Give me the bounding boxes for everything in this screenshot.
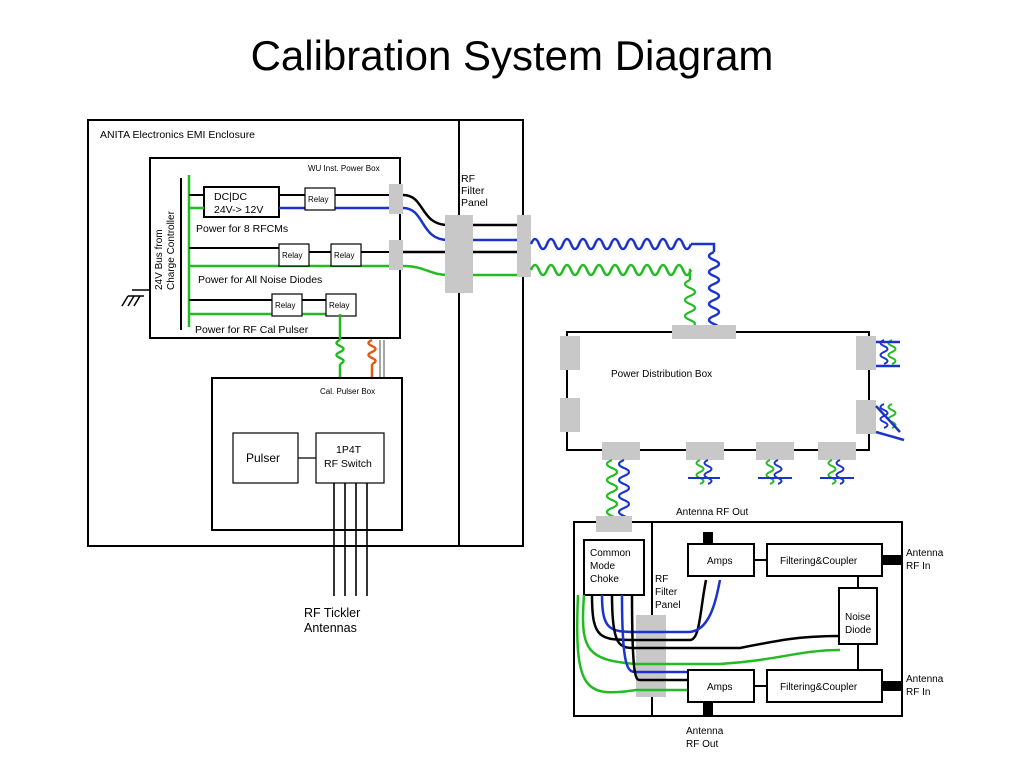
bus-label-2: Charge Controller bbox=[166, 210, 177, 290]
right-coils bbox=[875, 339, 905, 442]
choke-label-3: Choke bbox=[590, 574, 619, 585]
cal-pulser-box: Cal. Pulser Box Pulser 1P4T RF Switch RF… bbox=[211, 377, 403, 635]
power-noise-diodes-label: Power for All Noise Diodes bbox=[198, 274, 322, 286]
rf-tickler-label-1: RF Tickler bbox=[304, 606, 360, 620]
relay-2-label: Relay bbox=[282, 251, 302, 260]
rfcm-filter-label-3: Panel bbox=[655, 600, 681, 611]
power-distribution-label: Power Distribution Box bbox=[611, 369, 712, 380]
filtering-coupler-bottom bbox=[766, 669, 883, 703]
pulser-coils bbox=[335, 314, 385, 378]
dcdc-label-2: 24V-> 12V bbox=[214, 204, 263, 216]
antenna-rf-in-top-1: Antenna bbox=[906, 548, 944, 559]
relay-3 bbox=[330, 243, 362, 267]
rf-filter-panel-top: RF Filter Panel bbox=[445, 173, 531, 293]
pulser-box bbox=[232, 432, 299, 484]
relay-3-label: Relay bbox=[334, 251, 354, 260]
rfcm-box: Antenna RF Out Common Mode Choke RF Filt… bbox=[573, 507, 944, 750]
filtering-coupler-top bbox=[766, 543, 883, 577]
rf-switch-label-2: RF Switch bbox=[324, 458, 372, 470]
page-title: Calibration System Diagram bbox=[250, 32, 774, 79]
antenna-rf-out-bottom-2: RF Out bbox=[686, 739, 718, 750]
choke-label-2: Mode bbox=[590, 561, 615, 572]
amps-top-label: Amps bbox=[707, 556, 733, 567]
relay-4-label: Relay bbox=[275, 301, 295, 310]
bus-label-1: 24V Bus from bbox=[154, 229, 165, 290]
rf-switch-box bbox=[315, 432, 385, 484]
noise-diode bbox=[838, 587, 878, 645]
amps-bottom-label: Amps bbox=[707, 682, 733, 693]
power-distribution-box: Power Distribution Box bbox=[560, 325, 876, 460]
power-rf-cal-pulser-label: Power for RF Cal Pulser bbox=[195, 324, 309, 336]
rf-tickler-label-2: Antennas bbox=[304, 621, 357, 635]
filtering-coupler-bottom-label: Filtering&Coupler bbox=[780, 682, 858, 693]
rfcm-filter-label-1: RF bbox=[655, 574, 668, 585]
relay-1-label: Relay bbox=[308, 195, 328, 204]
rfcm-filter-label-2: Filter bbox=[655, 587, 678, 598]
wu-power-box-label: WU Inst. Power Box bbox=[308, 164, 380, 173]
bottom-coils bbox=[605, 458, 854, 542]
common-mode-choke bbox=[583, 539, 645, 596]
rf-switch-label-1: 1P4T bbox=[336, 444, 362, 456]
amps-bottom bbox=[687, 669, 755, 703]
filtering-coupler-top-label: Filtering&Coupler bbox=[780, 556, 858, 567]
power-8-rfcms-label: Power for 8 RFCMs bbox=[196, 223, 288, 235]
power-box-filter-2 bbox=[389, 240, 403, 270]
rf-filter-label-1: RF bbox=[461, 173, 475, 185]
relay-4 bbox=[271, 293, 303, 317]
antenna-rf-in-bottom-2: RF In bbox=[906, 687, 930, 698]
dcdc-converter bbox=[203, 186, 280, 218]
antenna-rf-in-bottom-1: Antenna bbox=[906, 674, 944, 685]
ground-icon bbox=[121, 289, 150, 307]
power-box-filter-1 bbox=[389, 184, 403, 214]
relay-1 bbox=[304, 187, 336, 211]
antenna-rf-out-bottom-1: Antenna bbox=[686, 726, 724, 737]
choke-label-1: Common bbox=[590, 548, 631, 559]
noise-label-2: Diode bbox=[845, 625, 872, 636]
wu-power-box: WU Inst. Power Box 24V Bus from Charge C… bbox=[121, 157, 403, 339]
relay-2 bbox=[278, 243, 310, 267]
pulser-label: Pulser bbox=[246, 451, 280, 465]
relay-5-label: Relay bbox=[329, 301, 349, 310]
cal-pulser-box-label: Cal. Pulser Box bbox=[320, 387, 375, 396]
antenna-rf-out-top: Antenna RF Out bbox=[676, 507, 748, 518]
dcdc-label-1: DC|DC bbox=[214, 191, 247, 203]
noise-label-1: Noise bbox=[845, 612, 871, 623]
rf-filter-label-2: Filter bbox=[461, 185, 485, 197]
enclosure-label: ANITA Electronics EMI Enclosure bbox=[100, 129, 255, 141]
antenna-rf-in-top-2: RF In bbox=[906, 561, 930, 572]
rf-filter-label-3: Panel bbox=[461, 197, 488, 209]
